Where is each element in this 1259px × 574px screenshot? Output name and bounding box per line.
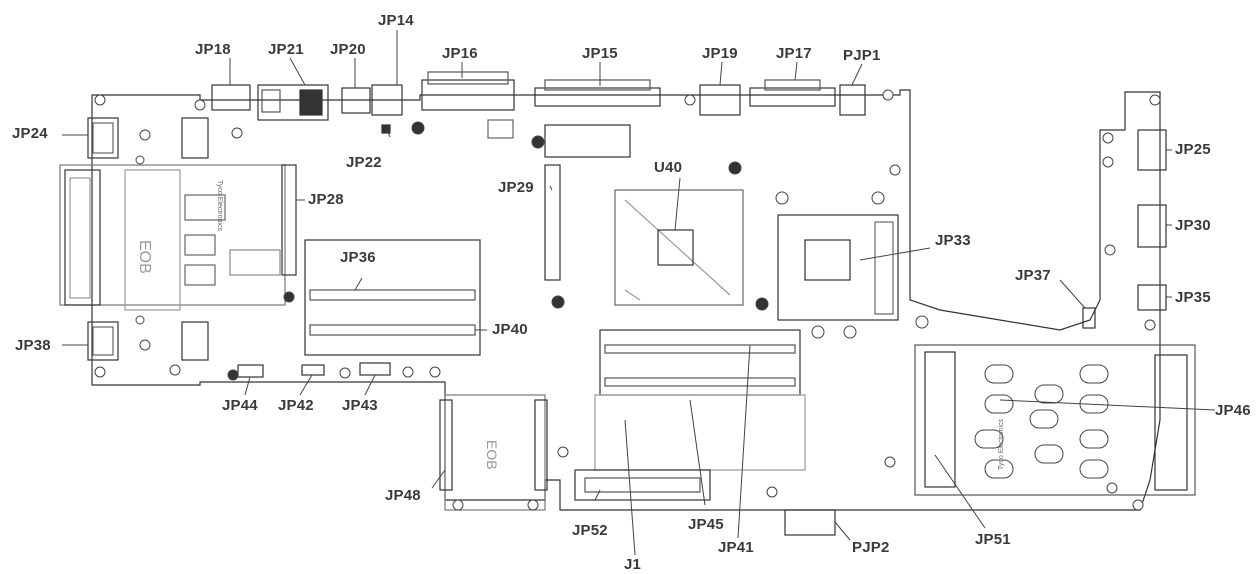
label-jp24: JP24	[12, 125, 48, 142]
jp17-connector	[749, 87, 836, 107]
eob-silkscreen-left: EOB	[136, 240, 153, 274]
label-jp35: JP35	[1175, 289, 1211, 306]
label-jp14: JP14	[378, 12, 414, 29]
label-jp18: JP18	[195, 41, 231, 58]
jp42-connector	[301, 364, 325, 376]
jp52-connector	[574, 469, 711, 501]
label-pjp2: PJP2	[852, 539, 890, 556]
pjp2-connector	[784, 509, 836, 536]
label-jp45: JP45	[688, 516, 724, 533]
label-jp43: JP43	[342, 397, 378, 414]
jp15-connector	[534, 87, 661, 107]
jp25-connector	[1137, 129, 1167, 171]
left-card-connector	[64, 169, 101, 306]
jp24-connector	[87, 117, 119, 159]
label-u40: U40	[654, 159, 683, 176]
jp37-connector	[1082, 307, 1096, 329]
label-jp28: JP28	[308, 191, 344, 208]
label-j1: J1	[624, 556, 642, 573]
jp16-connector	[421, 79, 515, 111]
pjp1-connector	[839, 84, 866, 116]
jp38-connector	[87, 321, 119, 361]
label-jp37: JP37	[1015, 267, 1051, 284]
label-jp33: JP33	[935, 232, 971, 249]
label-jp42: JP42	[278, 397, 314, 414]
label-jp46: JP46	[1215, 402, 1251, 419]
tyco-silkscreen-left: Tyco Electronics	[216, 180, 223, 231]
tyco-silkscreen-right: Tyco Electronics	[998, 419, 1005, 470]
label-jp25: JP25	[1175, 141, 1211, 158]
jp18-connector	[211, 84, 251, 111]
eob-silkscreen-card: EOB	[484, 440, 500, 470]
label-jp30: JP30	[1175, 217, 1211, 234]
jp20-connector	[341, 87, 371, 114]
jp48-card	[444, 394, 546, 511]
label-jp51: JP51	[975, 531, 1011, 548]
jp35-connector	[1137, 284, 1167, 311]
label-jp48: JP48	[385, 487, 421, 504]
jp30-connector	[1137, 204, 1167, 248]
label-jp36: JP36	[340, 249, 376, 266]
eob-card-left	[124, 169, 181, 311]
ic-upper	[544, 124, 631, 158]
label-jp17: JP17	[776, 45, 812, 62]
label-jp21: JP21	[268, 41, 304, 58]
label-jp41: JP41	[718, 539, 754, 556]
label-pjp1: PJP1	[843, 47, 881, 64]
jp43-connector	[359, 362, 391, 376]
jp44-connector	[237, 364, 264, 378]
jp33-socket	[777, 214, 899, 321]
pcmcia-frame	[914, 344, 1196, 496]
jp19-connector	[699, 84, 741, 116]
jp36-memory-slot	[304, 239, 481, 356]
jp41-memory-slot	[599, 329, 801, 396]
label-jp52: JP52	[572, 522, 608, 539]
jp21-connector	[257, 84, 329, 121]
label-jp20: JP20	[330, 41, 366, 58]
jp28-connector	[281, 164, 297, 276]
label-jp29: JP29	[498, 179, 534, 196]
jp29-connector	[544, 164, 561, 281]
label-jp22: JP22	[346, 154, 382, 171]
label-jp44: JP44	[222, 397, 258, 414]
left-card-region	[59, 164, 286, 306]
u40-outline	[614, 189, 744, 306]
label-jp38: JP38	[15, 337, 51, 354]
label-jp19: JP19	[702, 45, 738, 62]
label-jp15: JP15	[582, 45, 618, 62]
label-jp16: JP16	[442, 45, 478, 62]
jp14-connector	[371, 84, 403, 116]
label-jp40: JP40	[492, 321, 528, 338]
